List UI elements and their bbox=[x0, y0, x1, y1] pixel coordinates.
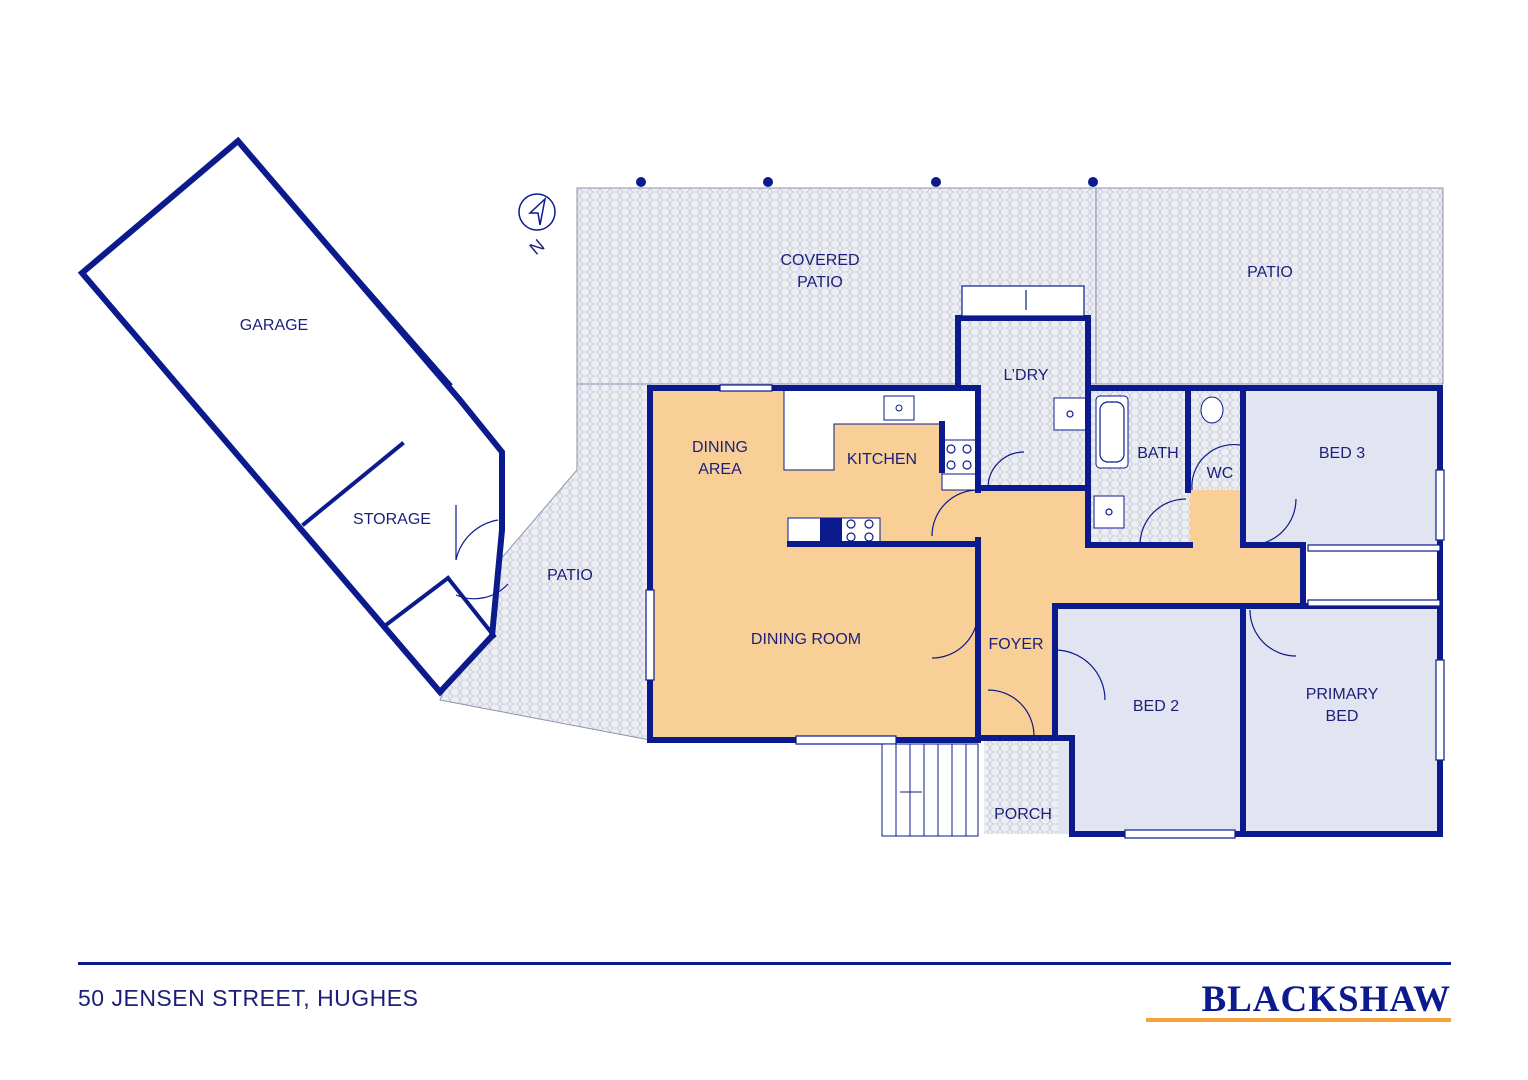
label-laundry: L’DRY bbox=[1003, 367, 1048, 384]
garage-block bbox=[77, 136, 509, 697]
bath-fixtures bbox=[1053, 395, 1224, 529]
brand-underline bbox=[1146, 1018, 1451, 1022]
windows bbox=[645, 285, 1445, 839]
patio-posts bbox=[636, 177, 1098, 187]
brand-logo: BLACKSHAW bbox=[1201, 979, 1451, 1020]
label-patio-right: PATIO bbox=[1247, 264, 1293, 281]
kitchen-joinery bbox=[783, 389, 977, 545]
label-primary-bed-1: PRIMARY bbox=[1306, 686, 1379, 703]
label-storage: STORAGE bbox=[353, 511, 431, 528]
label-dining-area-1: DINING bbox=[692, 439, 748, 456]
primary-bed-floor bbox=[1246, 608, 1440, 834]
footer-divider bbox=[78, 962, 1451, 965]
door-swings bbox=[931, 443, 1297, 737]
label-dining-area-2: AREA bbox=[698, 461, 742, 478]
label-patio-left: PATIO bbox=[547, 567, 593, 584]
porch-floor bbox=[984, 738, 1072, 834]
compass-arrow-icon bbox=[528, 196, 547, 226]
room-labels: GARAGE STORAGE PATIO COVERED PATIO PATIO… bbox=[240, 252, 1379, 823]
walls bbox=[647, 315, 1443, 837]
label-bed2: BED 2 bbox=[1133, 698, 1179, 715]
bed3-floor bbox=[1245, 390, 1440, 545]
property-address: 50 JENSEN STREET, HUGHES bbox=[78, 985, 419, 1011]
label-covered-patio-1: COVERED bbox=[780, 252, 859, 269]
label-dining-room: DINING ROOM bbox=[751, 631, 861, 648]
label-porch: PORCH bbox=[994, 806, 1052, 823]
bed2-floor bbox=[1058, 608, 1243, 834]
patio-left-area bbox=[439, 383, 651, 741]
label-bed3: BED 3 bbox=[1319, 445, 1365, 462]
compass-north-label: N bbox=[526, 235, 549, 259]
garage-outline bbox=[77, 136, 505, 697]
label-primary-bed-2: BED bbox=[1326, 708, 1359, 725]
entry-steps bbox=[881, 743, 979, 837]
label-kitchen: KITCHEN bbox=[847, 451, 917, 468]
label-bath: BATH bbox=[1137, 445, 1178, 462]
label-wc: WC bbox=[1207, 465, 1234, 482]
north-compass: N bbox=[518, 193, 556, 259]
label-garage: GARAGE bbox=[240, 317, 308, 334]
label-covered-patio-2: PATIO bbox=[797, 274, 843, 291]
floor-plan: N GARAGE STORAGE PATIO COVERED PATIO PAT… bbox=[77, 136, 1445, 839]
label-foyer: FOYER bbox=[988, 636, 1043, 653]
